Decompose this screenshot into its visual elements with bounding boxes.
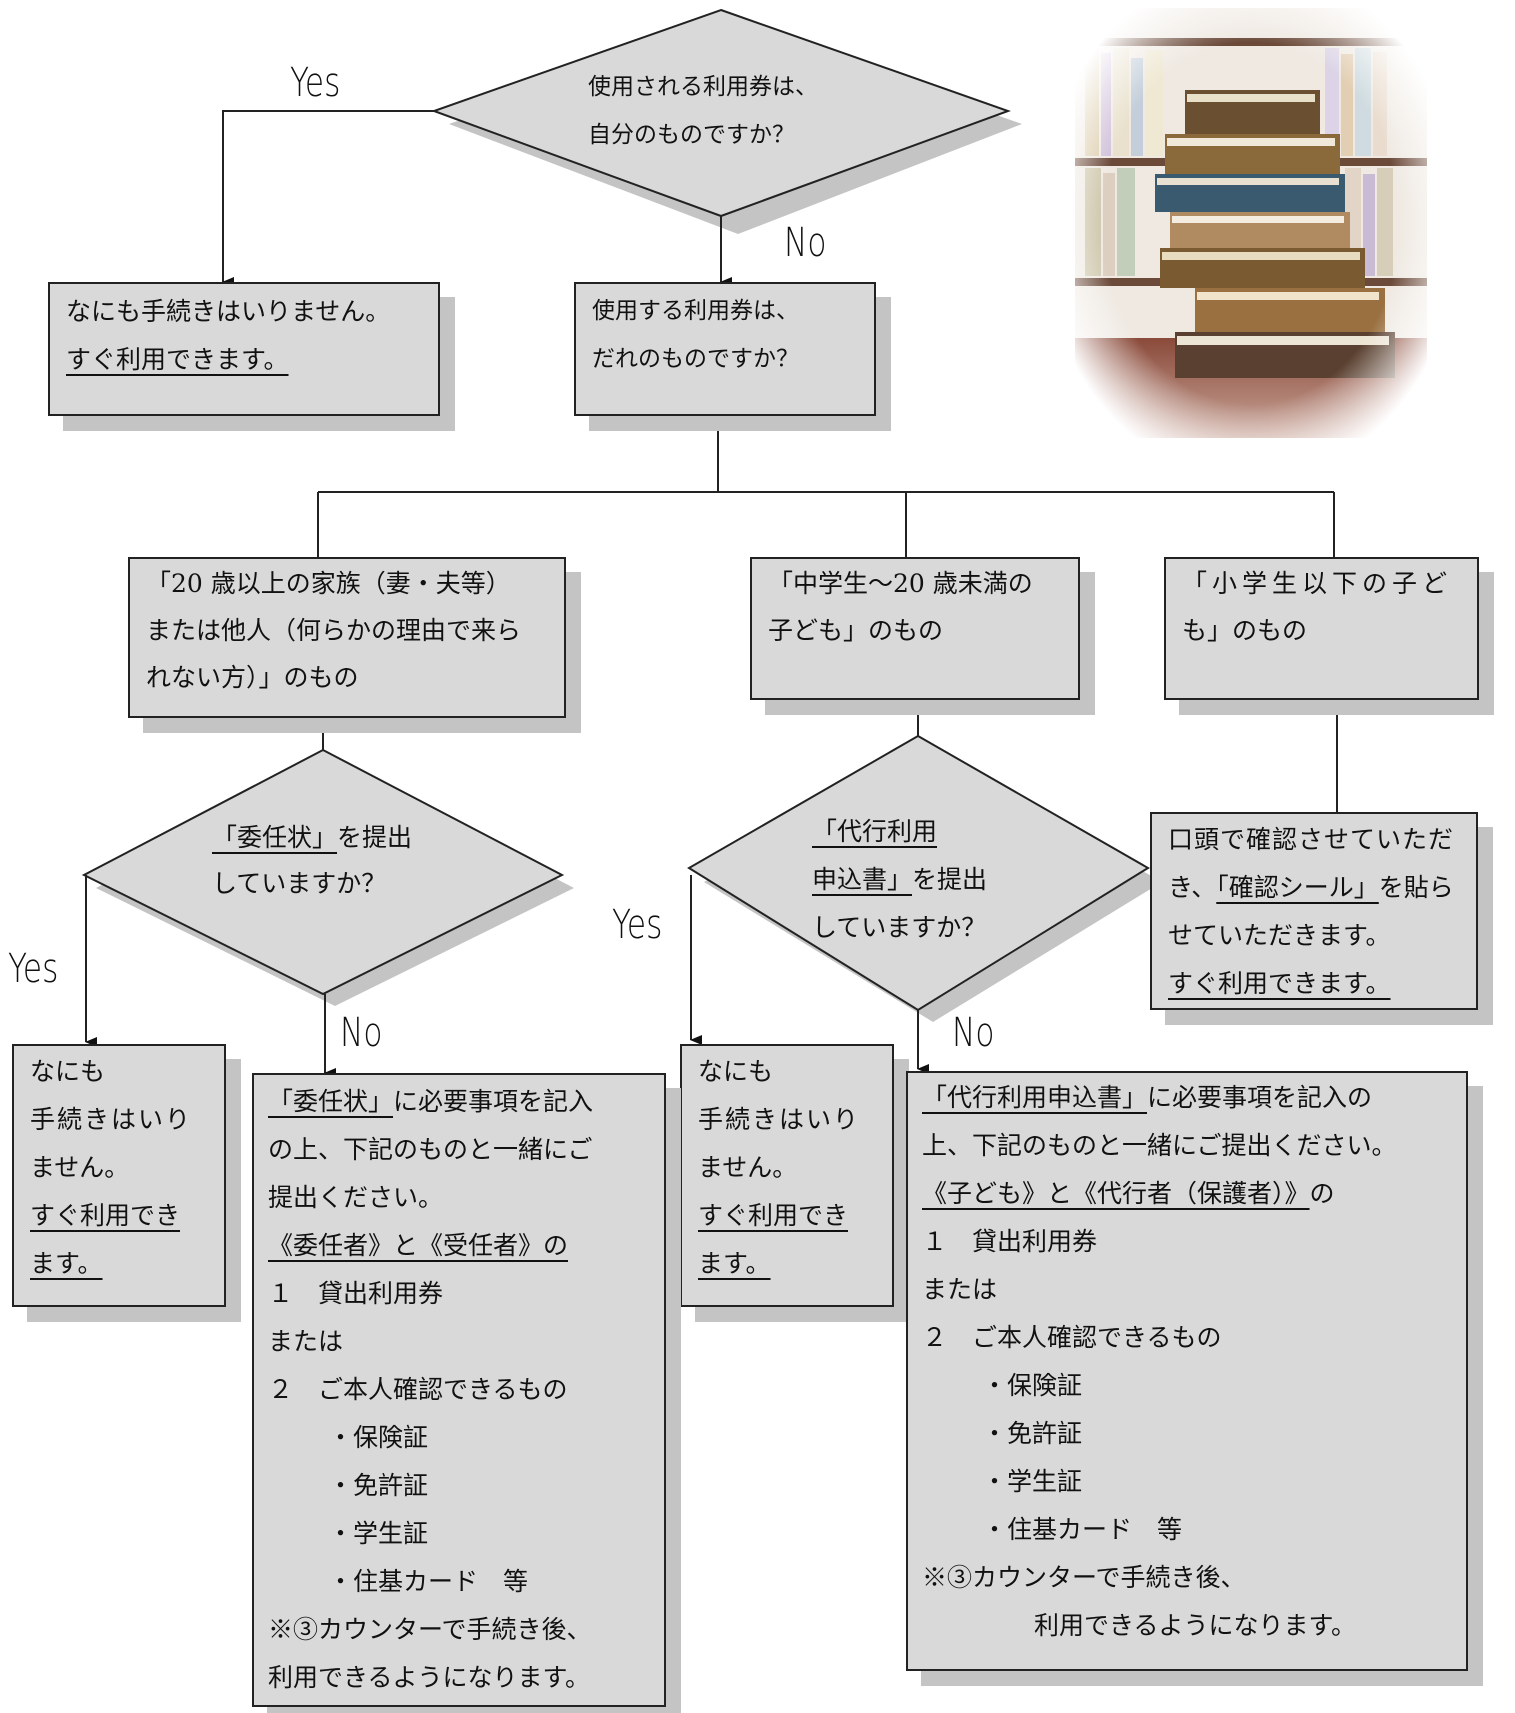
own-card-line1: なにも手続きはいりません。 — [66, 297, 391, 326]
teen-yes-line3: ません。 — [698, 1153, 798, 1182]
question-agent-form-rest: を提出 — [912, 865, 988, 894]
child-category-line2: も」のもの — [1182, 616, 1308, 645]
no-label: No — [952, 1010, 995, 1056]
adult-category-line3: れない方）」のもの — [146, 663, 359, 692]
teen-yes-line5: ます。 — [698, 1249, 771, 1278]
book-stack-photo — [1075, 8, 1427, 438]
question-agent-form-line2: 申込書」を提出 — [812, 856, 987, 904]
teen-no-item1: １ 貸出利用券 — [922, 1227, 1098, 1256]
child-category-box — [1164, 557, 1479, 700]
teen-no-result-box — [906, 1071, 1468, 1671]
teen-no-line1-rest: に必要事項を記入の — [1147, 1083, 1373, 1112]
question-agent-form-line1: 「代行利用 — [812, 808, 937, 856]
agent-form-term-part2: 申込書」 — [812, 865, 913, 894]
no-label: No — [784, 220, 827, 266]
adult-no-sub2: ・免許証 — [328, 1471, 429, 1500]
teen-yes-line1: なにも — [698, 1057, 774, 1086]
child-result-line1: 口頭で確認させていただ — [1168, 825, 1455, 854]
adult-no-item1: １ 貸出利用券 — [268, 1279, 444, 1308]
teen-no-line2: 上、下記のものと一緒にご提出ください。 — [922, 1131, 1397, 1160]
yes-label: Yes — [290, 60, 341, 106]
adult-yes-result-box — [12, 1044, 226, 1307]
teen-category-line2: 子ども」のもの — [768, 616, 944, 645]
teen-no-line3-rest: の — [1309, 1179, 1335, 1208]
question-own-card-line1: 使用される利用券は、 — [588, 74, 818, 100]
yes-label: Yes — [612, 902, 663, 948]
agent-form-term-part1: 「代行利用 — [812, 817, 938, 846]
adult-no-line4: 《委任者》と《受任者》の — [268, 1231, 569, 1260]
adult-yes-line2: 手続きはいり — [30, 1105, 193, 1134]
teen-no-or: または — [922, 1275, 998, 1304]
question-proxy-letter-line2: していますか？ — [212, 869, 387, 898]
adult-no-result-box — [252, 1073, 666, 1707]
teen-yes-line2: 手続きはいり — [698, 1105, 861, 1134]
proxy-letter-term: 「委任状」 — [268, 1087, 394, 1116]
child-result-line3: せていただきます。 — [1168, 921, 1391, 950]
question-own-card-line2: 自分のものですか？ — [588, 122, 795, 148]
teen-no-sub3: ・学生証 — [982, 1467, 1083, 1496]
yes-label: Yes — [8, 946, 59, 992]
adult-no-note2: 利用できるようになります。 — [268, 1663, 591, 1692]
whose-card-line2: だれのものですか？ — [592, 346, 799, 372]
teen-no-note2: 利用できるようになります。 — [1034, 1611, 1357, 1640]
adult-no-item2: ２ ご本人確認できるもの — [268, 1375, 568, 1404]
own-card-line2: すぐ利用できます。 — [66, 345, 289, 374]
adult-yes-line4: すぐ利用でき — [30, 1201, 181, 1230]
teen-no-item2: ２ ご本人確認できるもの — [922, 1323, 1222, 1352]
question-agent-form-line3: していますか？ — [812, 913, 987, 942]
agent-form-term: 「代行利用申込書」 — [922, 1083, 1148, 1112]
teen-no-sub1: ・保険証 — [982, 1371, 1083, 1400]
child-result-line2-pre: き、 — [1168, 873, 1217, 902]
teen-category-box — [750, 557, 1080, 700]
adult-no-line1: 「委任状」に必要事項を記入 — [268, 1078, 593, 1126]
confirmation-sticker-term: 「確認シール」 — [1216, 873, 1379, 902]
whose-card-box — [574, 282, 876, 416]
adult-no-sub3: ・学生証 — [328, 1519, 429, 1548]
no-label: No — [340, 1010, 383, 1056]
adult-category-box — [128, 557, 566, 718]
adult-no-sub4: ・住基カード 等 — [328, 1567, 529, 1596]
teen-yes-line4: すぐ利用でき — [698, 1201, 849, 1230]
adult-no-note1: ※③カウンターで手続き後、 — [268, 1615, 592, 1644]
teen-no-line3: 《子ども》と《代行者（保護者）》の — [922, 1170, 1335, 1218]
own-card-result-box — [48, 282, 440, 416]
adult-yes-line1: なにも — [30, 1057, 106, 1086]
child-result-line4: すぐ利用できます。 — [1168, 969, 1391, 998]
child-result-box — [1150, 812, 1478, 1010]
adult-no-sub1: ・保険証 — [328, 1423, 429, 1452]
adult-yes-line5: ます。 — [30, 1249, 103, 1278]
proxy-letter-term: 「委任状」 — [212, 823, 338, 852]
teen-no-line1: 「代行利用申込書」に必要事項を記入の — [922, 1074, 1372, 1122]
teen-no-sub2: ・免許証 — [982, 1419, 1083, 1448]
teen-category-line1: 「中学生～20 歳未満の — [768, 569, 1033, 598]
child-result-line2: き、「確認シール」を貼ら — [1168, 864, 1454, 912]
adult-no-or: または — [268, 1327, 344, 1356]
adult-category-line1: 「20 歳以上の家族（妻・夫等） — [146, 569, 511, 598]
adult-no-line1-rest: に必要事項を記入 — [393, 1087, 594, 1116]
adult-no-line3: 提出ください。 — [268, 1183, 444, 1212]
whose-card-line1: 使用する利用券は、 — [592, 298, 799, 324]
adult-yes-line3: ません。 — [30, 1153, 130, 1182]
question-proxy-letter-rest: を提出 — [337, 823, 413, 852]
adult-category-line2: または他人（何らかの理由で来ら — [146, 616, 522, 645]
teen-no-sub4: ・住基カード 等 — [982, 1515, 1183, 1544]
question-proxy-letter-line1: 「委任状」を提出 — [212, 814, 412, 862]
child-result-line2-post: を貼ら — [1378, 873, 1454, 902]
child-category-line1: 「小学生以下の子ど — [1182, 569, 1453, 598]
child-and-guardian-term: 《子ども》と《代行者（保護者）》 — [922, 1179, 1310, 1208]
adult-no-line2: の上、下記のものと一緒にご — [268, 1135, 593, 1164]
decision-diamond-proxy-letter — [81, 748, 565, 996]
teen-no-note1: ※③カウンターで手続き後、 — [922, 1563, 1246, 1592]
teen-yes-result-box — [680, 1044, 894, 1307]
